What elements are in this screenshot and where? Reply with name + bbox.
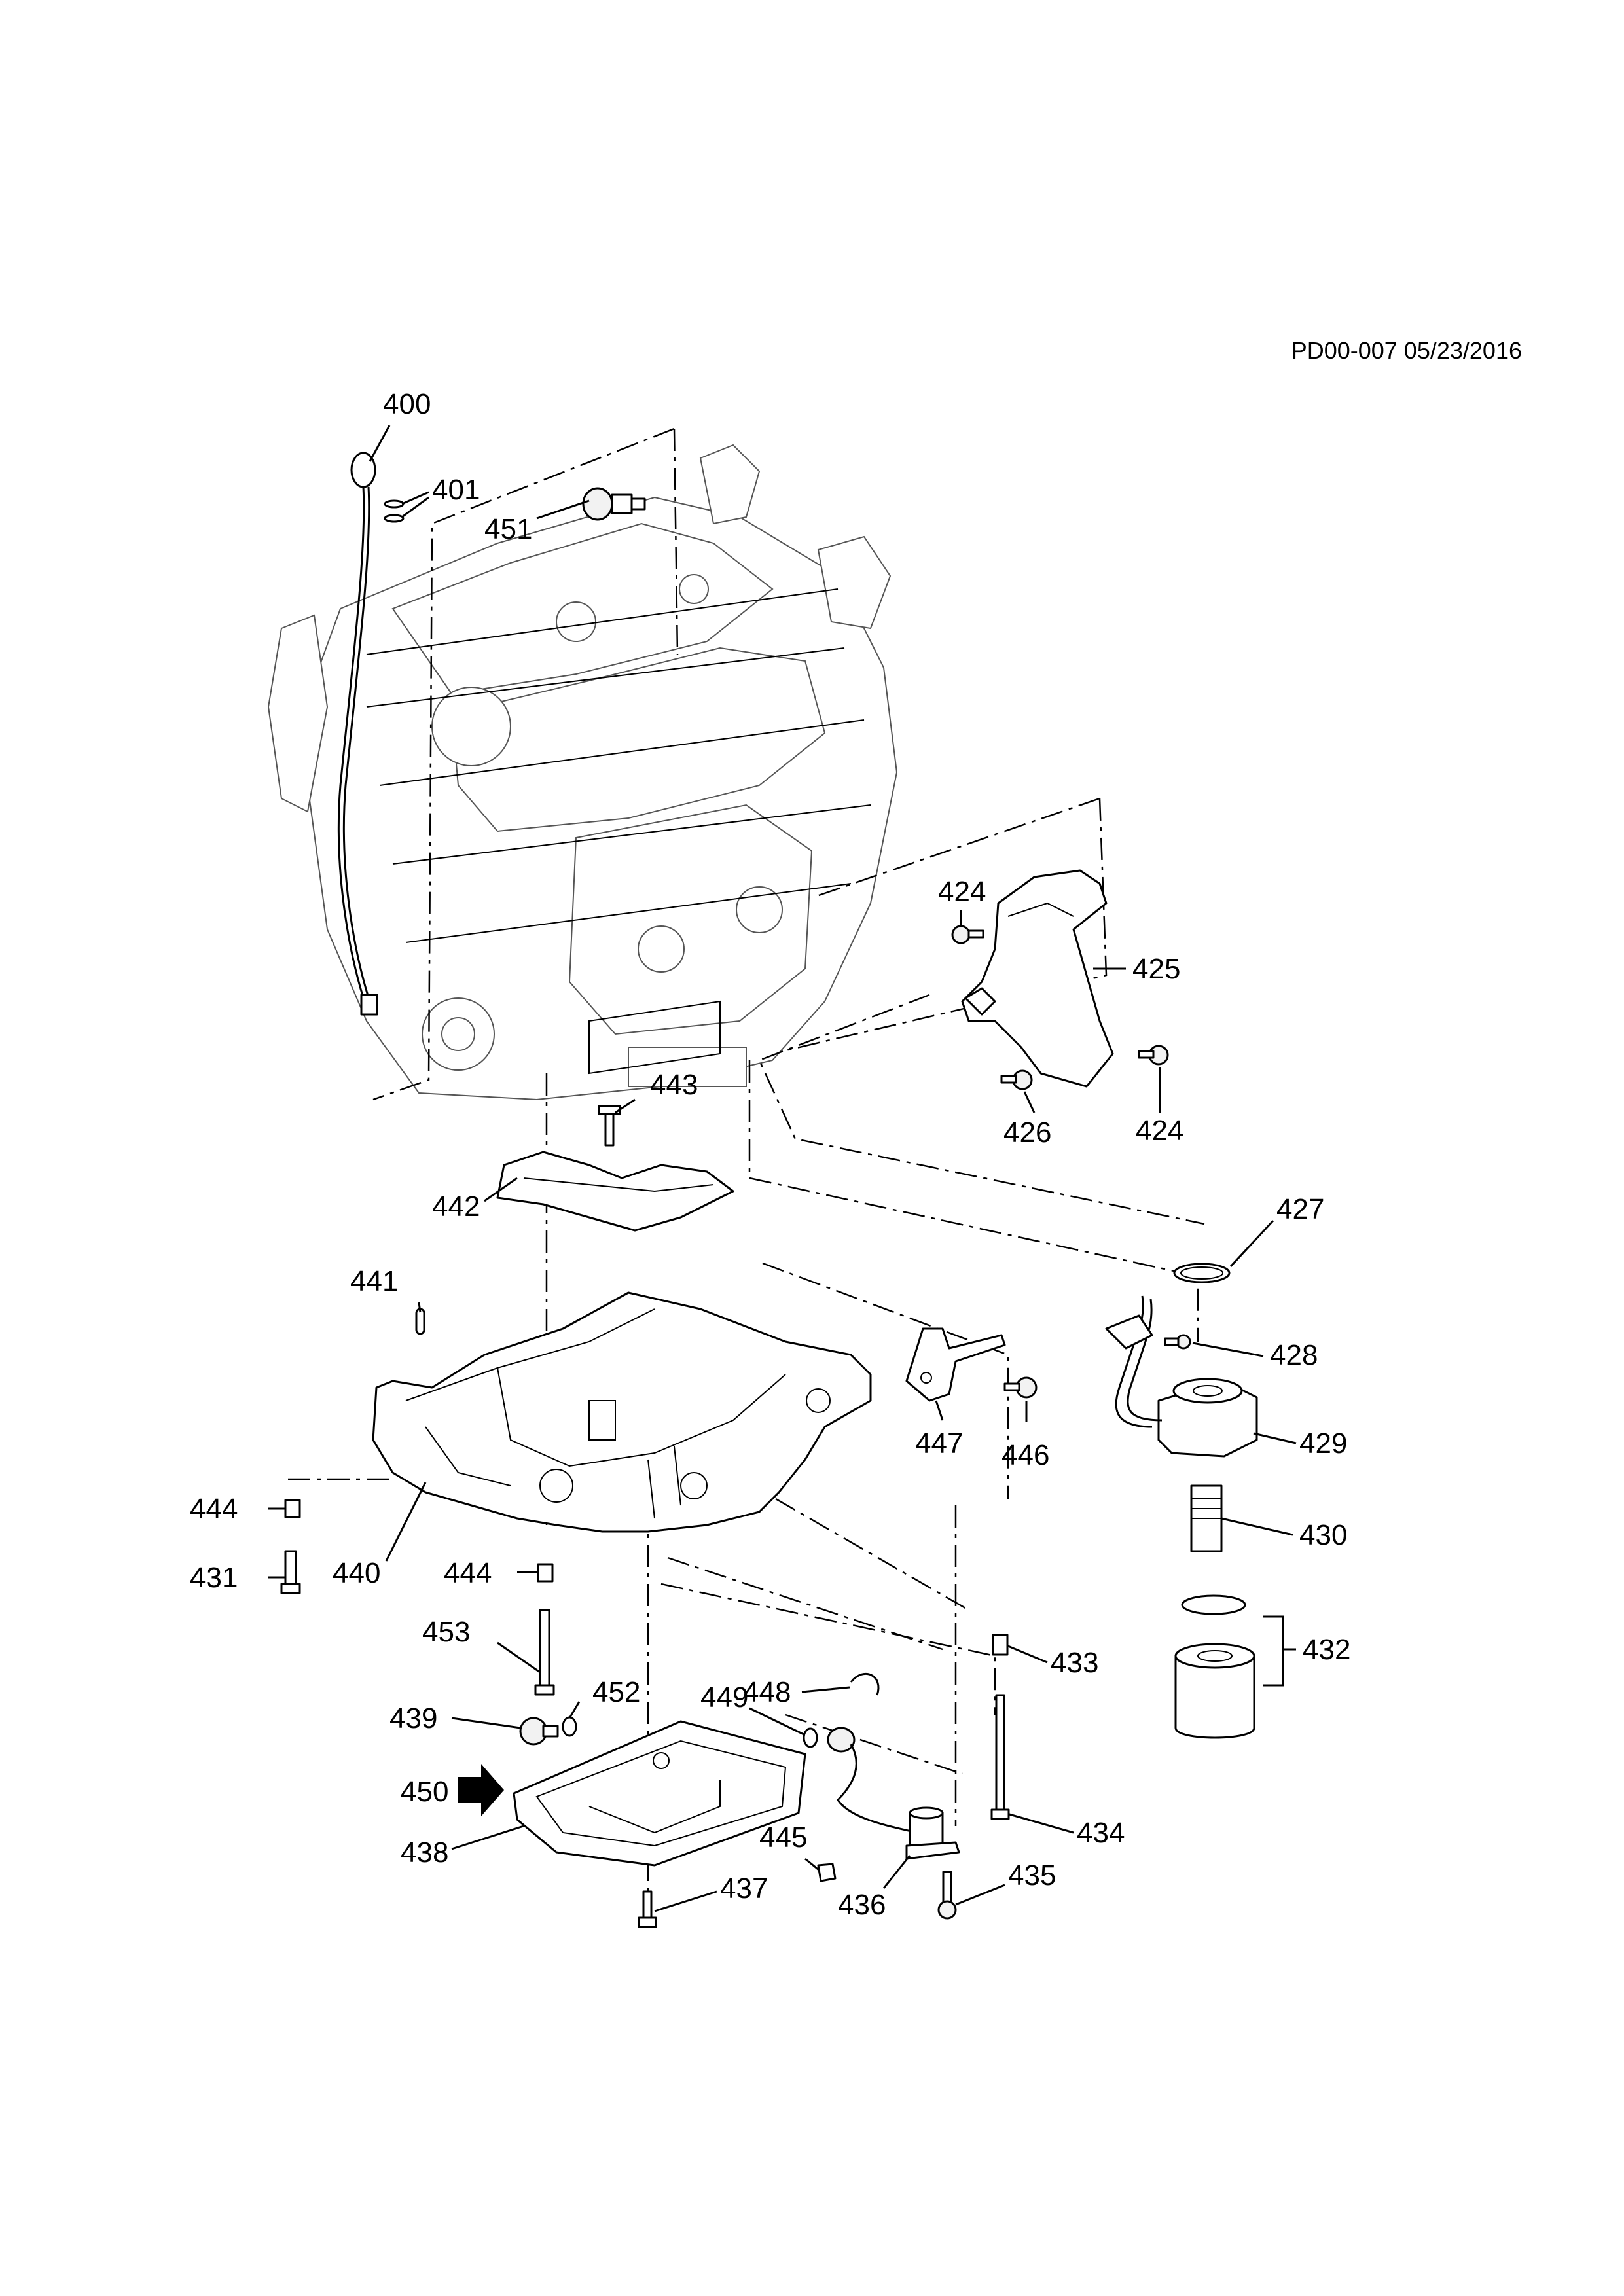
callout-441: 441 <box>350 1265 398 1297</box>
clip-445 <box>817 1863 837 1882</box>
callout-448: 448 <box>743 1676 791 1708</box>
callout-437: 437 <box>720 1873 768 1905</box>
callout-400: 400 <box>383 388 431 420</box>
callout-430: 430 <box>1299 1519 1347 1551</box>
oil-pan-baffle-442 <box>496 1151 734 1232</box>
callout-450: 450 <box>401 1776 448 1808</box>
lower-oil-pan-438 <box>513 1720 806 1867</box>
bolt-437 <box>638 1890 657 1928</box>
seal-441 <box>415 1308 425 1335</box>
bolt-431 <box>280 1550 301 1594</box>
callout-452: 452 <box>592 1676 640 1708</box>
callout-428: 428 <box>1270 1339 1318 1371</box>
callout-433: 433 <box>1051 1647 1098 1679</box>
callout-425: 425 <box>1132 953 1180 985</box>
callout-434: 434 <box>1077 1817 1125 1849</box>
callout-427: 427 <box>1276 1193 1324 1225</box>
bolt-426 <box>1000 1069 1033 1090</box>
bolt-424-lower <box>1138 1045 1169 1066</box>
drain-plug-washer-452 <box>562 1716 577 1737</box>
bolt-428 <box>1164 1334 1191 1350</box>
callout-labels: 400 401 451 424 425 424 426 443 442 427 … <box>190 388 1350 1921</box>
oil-level-sensor-436 <box>827 1727 960 1860</box>
diagram-reference: PD00-007 05/23/2016 <box>1291 337 1522 364</box>
heat-shield-425 <box>961 869 1114 1088</box>
drain-plug-439 <box>519 1717 559 1746</box>
bracket-447 <box>905 1327 1006 1402</box>
callout-446: 446 <box>1001 1439 1049 1471</box>
callout-401: 401 <box>432 474 480 506</box>
callout-leaders <box>268 425 1297 1912</box>
bolt-435 <box>937 1871 957 1920</box>
bolt-434 <box>990 1694 1010 1820</box>
callout-442: 442 <box>432 1191 480 1223</box>
bolt-446 <box>1003 1376 1038 1399</box>
callout-444-center: 444 <box>444 1557 492 1589</box>
callout-447: 447 <box>915 1427 963 1460</box>
oil-filter-432 <box>1174 1594 1255 1739</box>
callout-424-upper: 424 <box>938 876 986 908</box>
callout-443: 443 <box>650 1069 698 1101</box>
oil-filter-fitting-430 <box>1190 1484 1223 1552</box>
callout-432: 432 <box>1303 1634 1350 1666</box>
retainer-448 <box>850 1673 880 1696</box>
bolt-424-upper <box>951 925 984 944</box>
callout-424-lower: 424 <box>1136 1115 1183 1147</box>
seal-449 <box>803 1727 818 1748</box>
oil-level-indicator-clips-401 <box>384 499 405 523</box>
stud-433 <box>992 1634 1009 1656</box>
callout-453: 453 <box>422 1616 470 1648</box>
oil-filter-adapter-429 <box>1105 1295 1258 1458</box>
callout-449: 449 <box>700 1681 748 1713</box>
callout-426: 426 <box>1003 1117 1051 1149</box>
oil-seal-427 <box>1173 1263 1231 1283</box>
callout-451: 451 <box>484 513 532 545</box>
callout-431: 431 <box>190 1562 238 1594</box>
callout-429: 429 <box>1299 1427 1347 1460</box>
upper-oil-pan-440 <box>372 1291 872 1533</box>
callout-439: 439 <box>389 1702 437 1734</box>
callout-444-left: 444 <box>190 1493 238 1525</box>
callout-435: 435 <box>1008 1859 1056 1892</box>
callout-438: 438 <box>401 1837 448 1869</box>
callout-440: 440 <box>333 1557 380 1589</box>
nut-444-center <box>537 1563 554 1583</box>
bolt-443 <box>598 1105 621 1147</box>
nut-444-left <box>284 1499 301 1518</box>
front-arrow-450 <box>458 1764 504 1816</box>
stud-453 <box>534 1609 555 1696</box>
oil-pressure-switch-451 <box>582 487 646 521</box>
callout-445: 445 <box>759 1821 807 1854</box>
callout-436: 436 <box>838 1889 886 1921</box>
engine-assembly-illustration <box>267 444 898 1101</box>
oil-level-indicator-400 <box>337 452 378 1016</box>
